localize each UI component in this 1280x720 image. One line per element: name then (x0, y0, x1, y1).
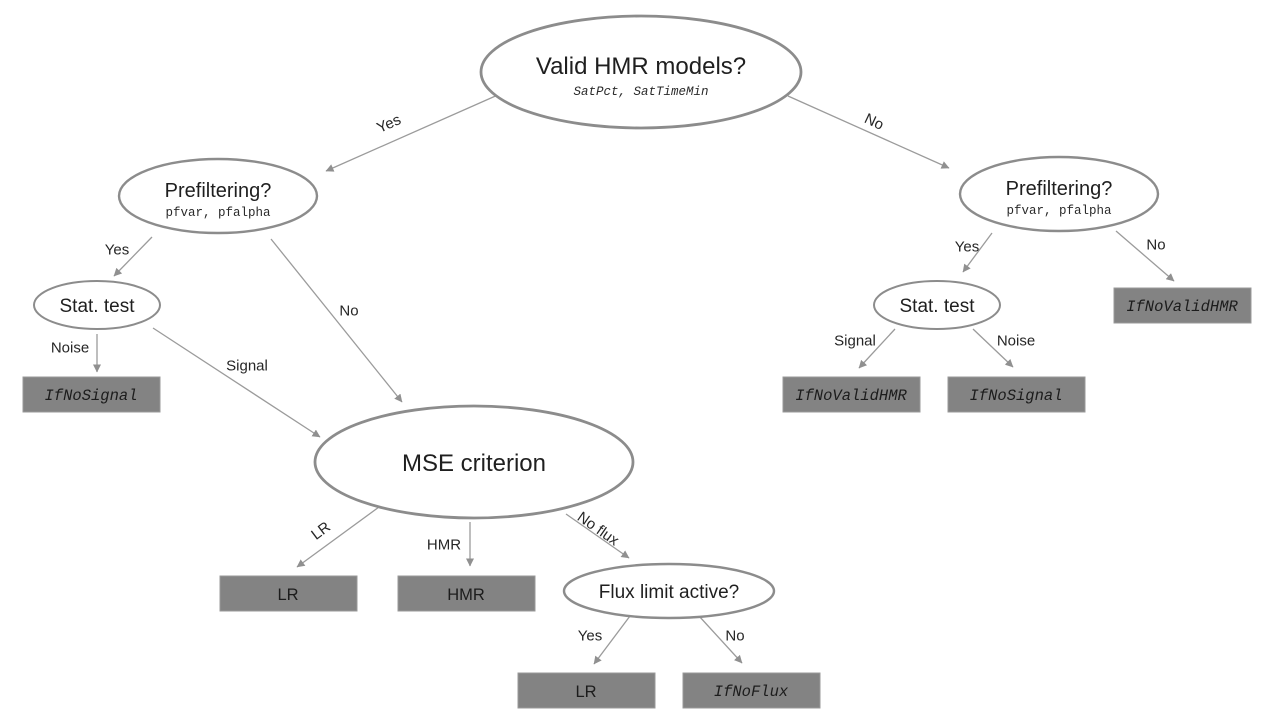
edge-label-signal: Signal (226, 358, 268, 375)
result-box-rect (682, 672, 821, 709)
edge-prefilter-left-to-mse (270, 238, 403, 403)
diagram-edges (93, 93, 1175, 665)
edge-mse-to-lr (296, 506, 380, 568)
edge-valid-to-prefilter-left (325, 93, 501, 172)
edge-label-yes: Yes (578, 628, 602, 645)
edge-prefilter-right-to-stat (962, 232, 993, 273)
node-title: Stat. test (900, 296, 976, 317)
prefiltering-right-ellipse (958, 155, 1160, 233)
edge-label-noise: Noise (997, 333, 1035, 350)
node-mse-criterion: MSE criterion (313, 404, 635, 520)
result-box-if-no-valid-hmr-mid: IfNoValidHMR (782, 376, 921, 413)
result-box-if-no-valid-hmr-top: IfNoValidHMR (1113, 287, 1252, 324)
edge-stat-right-to-ifnovalidhmr (858, 328, 896, 369)
edge-label-noise: Noise (51, 340, 89, 357)
result-box-label: IfNoSignal (969, 387, 1062, 405)
edge-label-signal: Signal (834, 333, 876, 350)
result-box-lr-mid: LR (219, 575, 358, 612)
result-box-label: IfNoValidHMR (1126, 298, 1238, 316)
result-box-rect (947, 376, 1086, 413)
node-flux-limit-active: Flux limit active? (562, 562, 776, 620)
edge-prefilter-right-to-ifnovalidhmr (1115, 230, 1175, 282)
edge-label-no: No (339, 303, 358, 320)
node-prefiltering-left: Prefiltering? pfvar, pfalpha (117, 157, 319, 235)
node-title: MSE criterion (402, 450, 546, 477)
result-box-hmr: HMR (397, 575, 536, 612)
edge-label-no-flux: No flux (574, 509, 622, 550)
edge-prefilter-left-to-stat (113, 236, 153, 277)
node-stat-test-left: Stat. test (33, 280, 161, 330)
edge-stat-right-to-ifnosignal (972, 328, 1014, 368)
node-title: Prefiltering? (165, 180, 272, 202)
result-box-rect (22, 376, 161, 413)
valid-hmr-ellipse (479, 14, 803, 130)
node-stat-test-right: Stat. test (873, 280, 1001, 330)
node-prefiltering-right: Prefiltering? pfvar, pfalpha (958, 155, 1160, 233)
node-title: Stat. test (60, 296, 136, 317)
edge-fluxlimit-to-ifnoflux (698, 615, 743, 664)
node-params: pfvar, pfalpha (1006, 204, 1112, 218)
edge-label-no: No (862, 110, 887, 134)
result-box-if-no-signal-left: IfNoSignal (22, 376, 161, 413)
edge-stat-left-to-mse (152, 327, 321, 438)
node-params: pfvar, pfalpha (165, 206, 271, 220)
result-box-label: LR (575, 683, 596, 701)
result-box-rect (1113, 287, 1252, 324)
edge-label-hmr: HMR (427, 537, 461, 554)
diagram-edge-labels: Yes No Yes No Noise Signal LR HMR No flu… (51, 110, 1166, 644)
stat-test-left-ellipse (33, 280, 161, 330)
result-box-rect (219, 575, 358, 612)
mse-criterion-ellipse (313, 404, 635, 520)
node-title: Prefiltering? (1006, 178, 1113, 200)
result-box-rect (782, 376, 921, 413)
flux-limit-ellipse (562, 562, 776, 620)
result-box-label: HMR (447, 586, 485, 604)
edge-label-no: No (725, 628, 744, 645)
result-box-rect (397, 575, 536, 612)
node-params: SatPct, SatTimeMin (573, 85, 708, 99)
edge-valid-to-prefilter-right (787, 95, 950, 169)
prefiltering-left-ellipse (117, 157, 319, 235)
edge-label-lr: LR (308, 518, 334, 543)
edge-fluxlimit-to-lr (593, 615, 631, 665)
node-title: Valid HMR models? (536, 53, 746, 80)
result-box-label: IfNoFlux (714, 683, 789, 701)
node-valid-hmr-models: Valid HMR models? SatPct, SatTimeMin (479, 14, 803, 130)
result-box-lr-bottom: LR (517, 672, 656, 709)
edge-label-yes: Yes (105, 242, 129, 259)
stat-test-right-ellipse (873, 280, 1001, 330)
edge-label-yes: Yes (374, 111, 403, 136)
result-box-label: IfNoValidHMR (795, 387, 907, 405)
edge-mse-to-fluxlimit (565, 513, 630, 559)
result-box-if-no-signal-right: IfNoSignal (947, 376, 1086, 413)
edge-label-yes: Yes (955, 239, 979, 256)
result-box-label: IfNoSignal (44, 387, 137, 405)
result-box-label: LR (277, 586, 298, 604)
edge-label-no: No (1146, 237, 1165, 254)
result-box-rect (517, 672, 656, 709)
node-title: Flux limit active? (599, 582, 739, 603)
result-box-if-no-flux: IfNoFlux (682, 672, 821, 709)
